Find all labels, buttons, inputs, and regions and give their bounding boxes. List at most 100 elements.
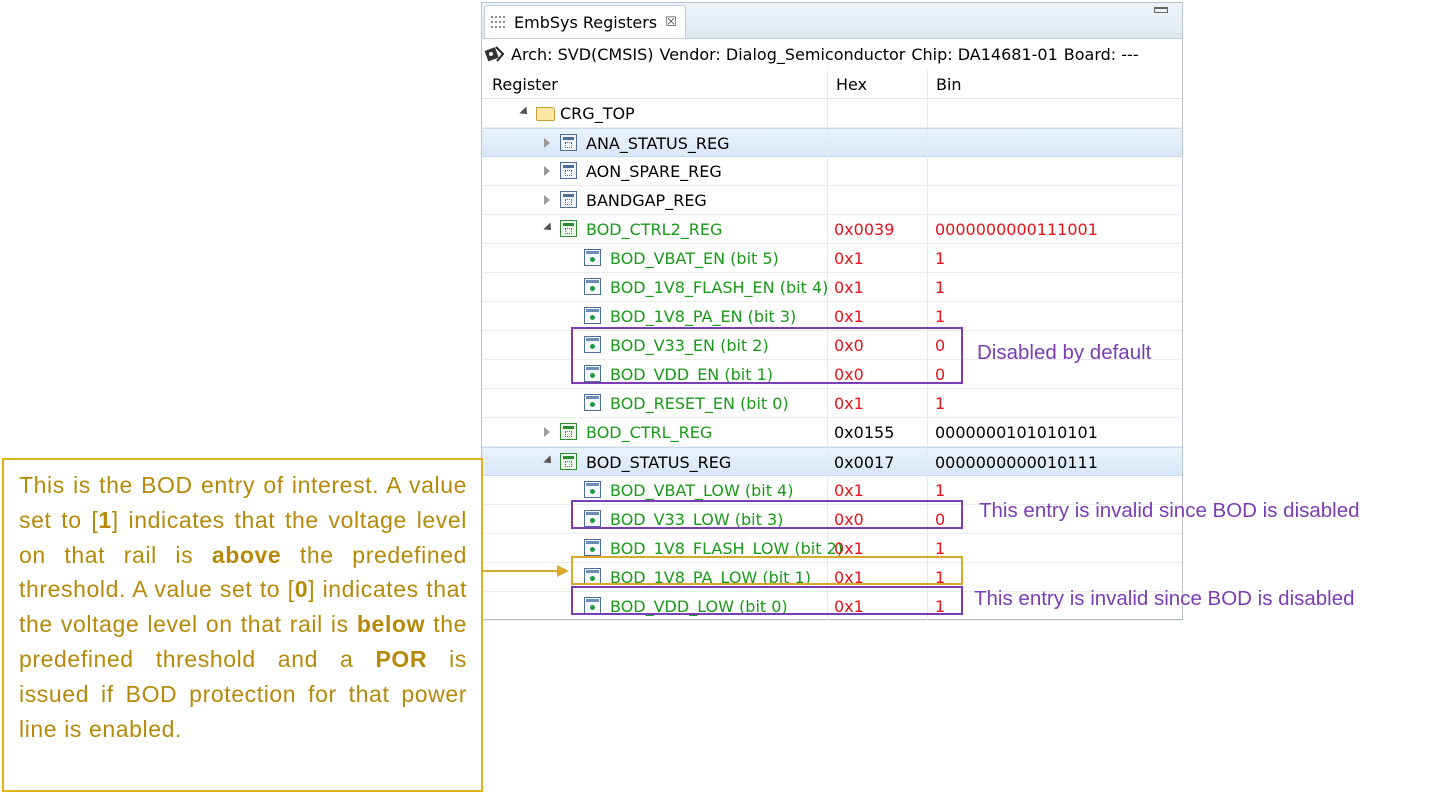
arch-label: Arch: SVD(CMSIS) <box>511 44 654 64</box>
column-bin[interactable]: Bin <box>936 75 962 94</box>
tree-row[interactable]: BOD_1V8_FLASH_EN (bit 4) 0x1 1 <box>482 273 1182 302</box>
bin-value[interactable]: 1 <box>935 539 946 558</box>
tree-row[interactable]: AON_SPARE_REG <box>482 157 1182 186</box>
register-name-cell: CRG_TOP <box>482 99 827 127</box>
column-hex[interactable]: Hex <box>836 75 868 94</box>
hex-value[interactable]: 0x0 <box>834 365 864 384</box>
tree-row[interactable]: BANDGAP_REG <box>482 186 1182 215</box>
hex-value[interactable]: 0x0155 <box>834 423 895 442</box>
tree-row[interactable]: CRG_TOP <box>482 99 1182 128</box>
bitfield-icon <box>584 510 601 527</box>
expand-arrow-icon[interactable] <box>544 138 550 148</box>
vendor-label: Vendor: Dialog_Semiconductor <box>659 44 906 64</box>
register-name-cell: AON_SPARE_REG <box>482 157 827 185</box>
register-name-cell: BOD_V33_LOW (bit 3) <box>482 505 827 533</box>
bitfield-icon <box>584 365 601 382</box>
tree-row[interactable]: ANA_STATUS_REG <box>482 128 1182 157</box>
hex-value[interactable]: 0x1 <box>834 394 864 413</box>
register-icon <box>560 453 577 470</box>
register-name: BOD_STATUS_REG <box>586 453 732 472</box>
bin-value[interactable]: 0000000000111001 <box>935 220 1098 239</box>
register-name: BOD_VDD_EN (bit 1) <box>610 365 773 384</box>
expand-arrow-icon[interactable] <box>544 195 550 205</box>
register-name: BOD_1V8_PA_EN (bit 3) <box>610 307 797 326</box>
register-name: BOD_1V8_FLASH_EN (bit 4) <box>610 278 829 297</box>
tree-row[interactable]: BOD_VBAT_EN (bit 5) 0x1 1 <box>482 244 1182 273</box>
invalid-note-1: This entry is invalid since BOD is disab… <box>979 499 1360 522</box>
chip-icon[interactable] <box>484 44 505 64</box>
hex-value[interactable]: 0x0017 <box>834 453 895 472</box>
hex-value[interactable]: 0x1 <box>834 307 864 326</box>
bin-value[interactable]: 0000000101010101 <box>935 423 1098 442</box>
board-label: Board: --- <box>1063 44 1139 64</box>
bitfield-icon <box>584 249 601 266</box>
column-register[interactable]: Register <box>492 75 558 94</box>
tab-embsys-registers[interactable]: EmbSys Registers ☒ <box>484 5 686 38</box>
collapse-arrow-icon[interactable] <box>543 455 555 467</box>
close-icon[interactable]: ☒ <box>665 14 677 30</box>
callout-bold: below <box>356 611 426 638</box>
tree-row[interactable]: BOD_CTRL2_REG 0x0039 0000000000111001 <box>482 215 1182 244</box>
disabled-highlight-box <box>571 327 963 384</box>
minimize-icon[interactable] <box>1154 7 1168 13</box>
collapse-arrow-icon[interactable] <box>543 222 555 234</box>
bin-value[interactable]: 0000000000010111 <box>935 453 1098 472</box>
hex-value[interactable]: 0x0039 <box>834 220 895 239</box>
bin-value[interactable]: 0 <box>935 365 946 384</box>
tree-row[interactable]: BOD_1V8_PA_EN (bit 3) 0x1 1 <box>482 302 1182 331</box>
tree-row[interactable]: BOD_VDD_LOW (bit 0) 0x1 1 <box>482 592 1182 621</box>
bitfield-icon <box>584 568 601 585</box>
register-name: BOD_VDD_LOW (bit 0) <box>610 597 788 616</box>
register-name-cell: BOD_CTRL_REG <box>482 418 827 446</box>
register-name: BOD_CTRL_REG <box>586 423 713 442</box>
bin-value[interactable]: 1 <box>935 307 946 326</box>
callout-bold: POR <box>375 645 428 672</box>
hex-value[interactable]: 0x1 <box>834 278 864 297</box>
tree-row[interactable]: BOD_VDD_EN (bit 1) 0x0 0 <box>482 360 1182 389</box>
embsys-registers-view: EmbSys Registers ☒ Arch: SVD(CMSIS) Vend… <box>481 2 1183 621</box>
tree-row[interactable]: BOD_VBAT_LOW (bit 4) 0x1 1 <box>482 476 1182 505</box>
hex-value[interactable]: 0x1 <box>834 568 864 587</box>
register-name-cell: BOD_1V8_FLASH_EN (bit 4) <box>482 273 829 301</box>
disabled-note: Disabled by default <box>977 341 1152 364</box>
register-name-cell: BOD_CTRL2_REG <box>482 215 827 243</box>
bin-value[interactable]: 1 <box>935 394 946 413</box>
bitfield-icon <box>584 278 601 295</box>
bin-value[interactable]: 0 <box>935 336 946 355</box>
expand-arrow-icon[interactable] <box>544 166 550 176</box>
bin-value[interactable]: 1 <box>935 597 946 616</box>
hex-value[interactable]: 0x1 <box>834 249 864 268</box>
tree-row[interactable]: BOD_V33_LOW (bit 3) 0x0 0 <box>482 505 1182 534</box>
collapse-arrow-icon[interactable] <box>519 106 531 118</box>
hex-value[interactable]: 0x1 <box>834 481 864 500</box>
expand-arrow-icon[interactable] <box>544 427 550 437</box>
bin-value[interactable]: 1 <box>935 278 946 297</box>
callout-text: is issued if BOD protection for that pow… <box>19 645 467 742</box>
hex-value[interactable]: 0x1 <box>834 539 864 558</box>
invalid-highlight-box-2 <box>571 586 963 615</box>
tree-row[interactable]: BOD_STATUS_REG 0x0017 0000000000010111 <box>482 447 1182 476</box>
register-name-cell: BOD_STATUS_REG <box>482 448 827 476</box>
hex-value[interactable]: 0x1 <box>834 597 864 616</box>
bin-value[interactable]: 1 <box>935 568 946 587</box>
hex-value[interactable]: 0x0 <box>834 510 864 529</box>
register-icon <box>560 423 577 440</box>
register-name-cell: BOD_1V8_FLASH_LOW (bit 2) <box>482 534 843 562</box>
register-name-cell: BOD_VBAT_EN (bit 5) <box>482 244 827 272</box>
register-name: CRG_TOP <box>560 104 635 123</box>
info-bar: Arch: SVD(CMSIS) Vendor: Dialog_Semicond… <box>482 39 1182 69</box>
hex-value[interactable]: 0x0 <box>834 336 864 355</box>
tree-row[interactable]: BOD_1V8_FLASH_LOW (bit 2)0x1 1 <box>482 534 1182 563</box>
bin-value[interactable]: 1 <box>935 481 946 500</box>
column-header: Register Hex Bin <box>482 70 1182 99</box>
bin-value[interactable]: 1 <box>935 249 946 268</box>
register-icon <box>560 162 577 179</box>
tab-title: EmbSys Registers <box>514 12 658 32</box>
register-name: BOD_VBAT_LOW (bit 4) <box>610 481 794 500</box>
callout-bold: 0 <box>294 576 309 603</box>
bin-value[interactable]: 0 <box>935 510 946 529</box>
tree-row[interactable]: BOD_CTRL_REG 0x0155 0000000101010101 <box>482 418 1182 447</box>
